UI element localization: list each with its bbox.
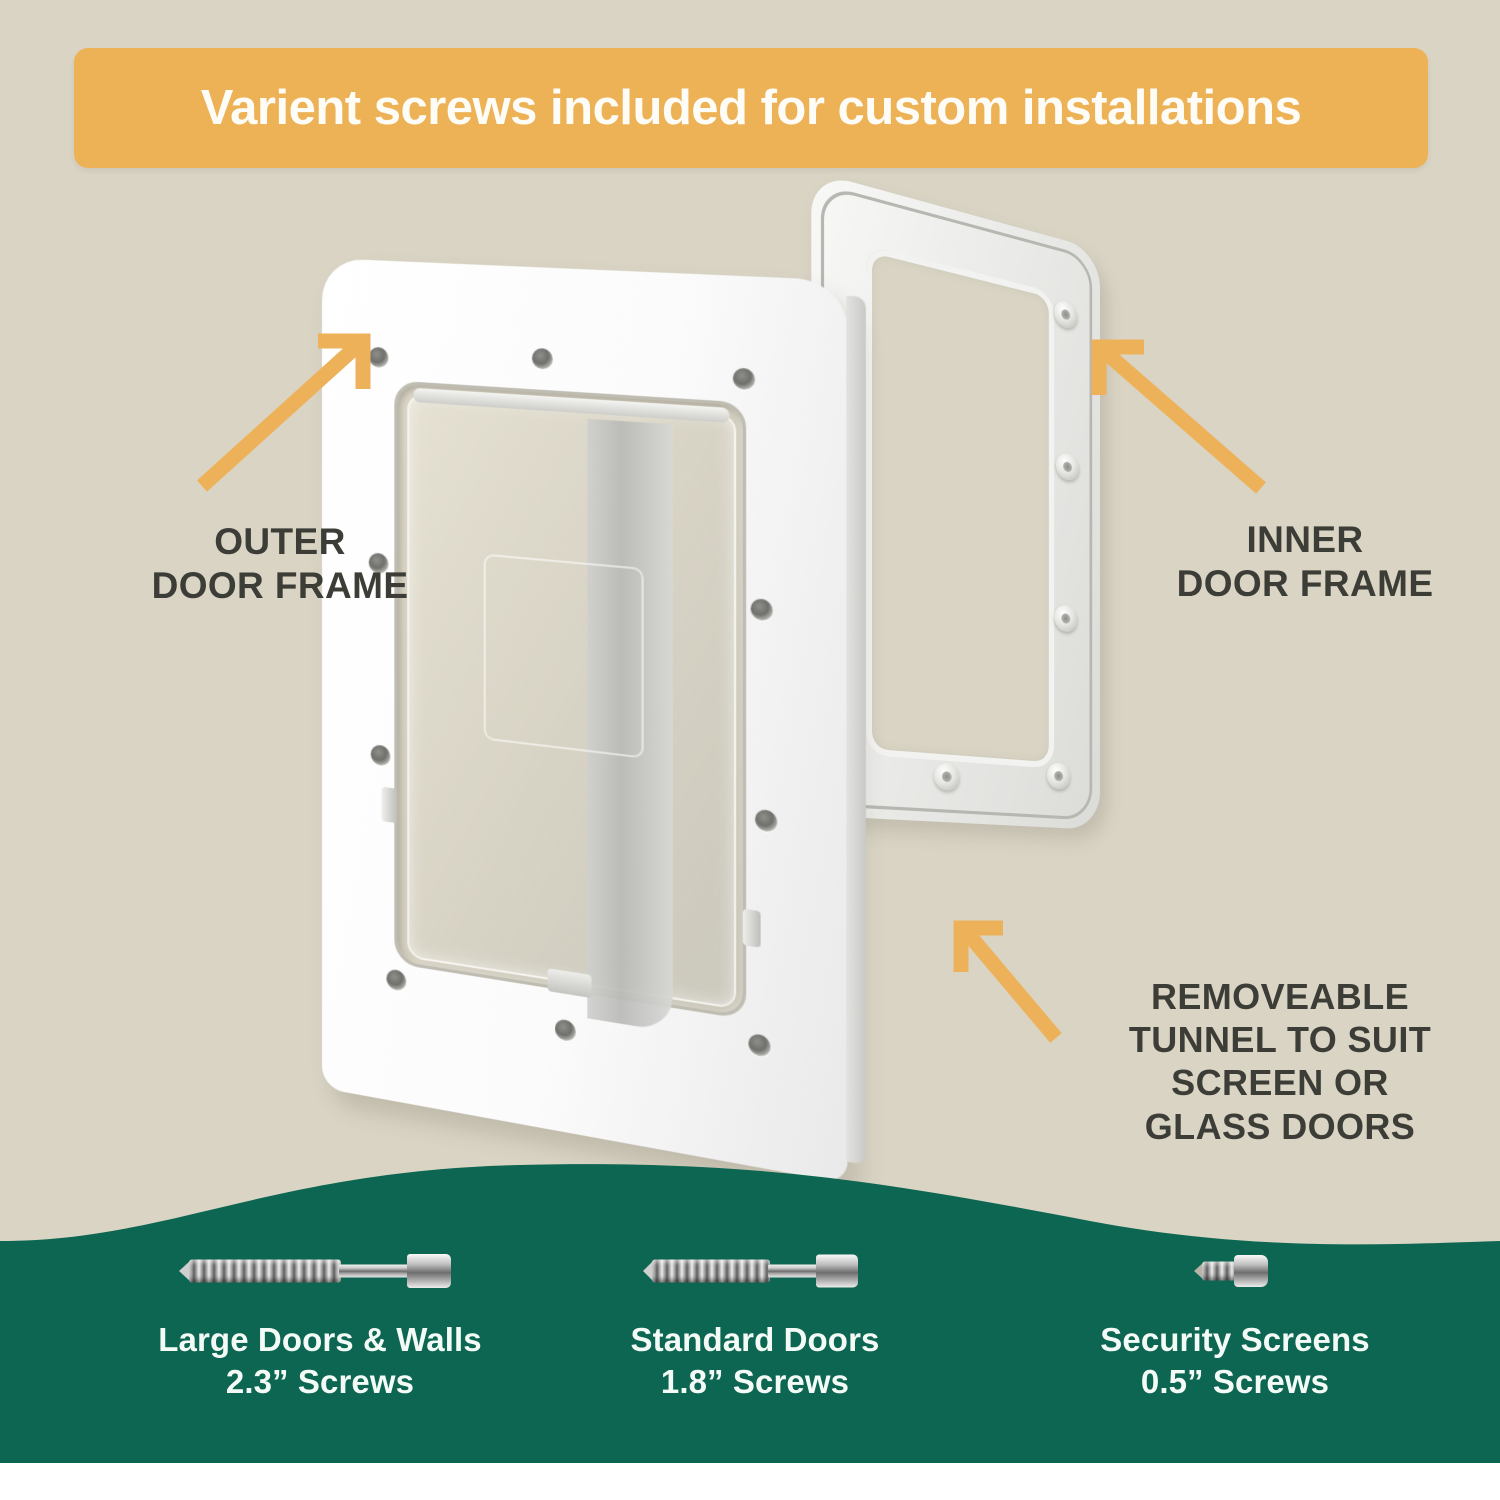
outer-frame-opening [381,380,761,1033]
screws-panel: Large Doors & Walls 2.3” Screws Standard… [0,1163,1500,1463]
callout-outer-door-frame: OUTER DOOR FRAME [110,520,450,609]
screw-icon [179,1251,451,1291]
flap-top-hinge [413,387,730,423]
headline-banner: Varient screws included for custom insta… [74,48,1428,168]
callout-line: INNER [1246,519,1364,560]
inner-frame-opening [865,244,1055,769]
screw-hole [368,346,389,369]
flap-side-hinge [381,786,398,824]
flap-latch [547,968,592,999]
callout-line: DOOR FRAME [151,565,409,607]
screw-use-label: Standard Doors [630,1320,880,1358]
screw-size-label: 2.3” Screws [225,1362,415,1400]
screw-option-security: Security Screens 0.5” Screws [1000,1251,1470,1403]
callout-line: OUTER [214,521,346,562]
screw-boss [934,762,960,792]
screw-boss [1054,298,1078,331]
flap-inner-panel [484,553,644,759]
screw-use-label: Large Doors & Walls [158,1320,482,1358]
bottom-white-strip [0,1463,1500,1500]
callout-line: REMOVEABLE [1150,976,1410,1017]
screw-icon [1194,1251,1268,1291]
callout-inner-door-frame: INNER DOOR FRAME [1140,518,1470,607]
screw-hole [370,744,391,767]
callout-line: SCREEN OR [1171,1062,1389,1104]
flap-side-hinge [742,908,761,948]
screw-size-label: 1.8” Screws [660,1362,850,1400]
screw-hole [531,347,553,370]
screw-hole [554,1018,576,1043]
screw-hole [755,808,778,833]
screw-use-label: Security Screens [1100,1320,1370,1358]
callout-line: GLASS DOORS [1144,1105,1416,1147]
screw-boss [1046,762,1071,791]
headline-text: Varient screws included for custom insta… [200,80,1302,135]
screw-hole [748,1032,771,1058]
callout-line: TUNNEL TO SUIT [1128,1019,1432,1061]
screw-size-label: 0.5” Screws [1140,1362,1330,1400]
outer-door-frame-part [322,258,848,1184]
screw-option-standard: Standard Doors 1.8” Screws [525,1251,985,1403]
pet-door-exploded-view [300,170,1180,1190]
callout-line: DOOR FRAME [1176,563,1434,605]
screw-boss [1055,451,1080,483]
transparent-flap [407,387,737,1033]
screw-hole [750,597,773,622]
screw-hole [732,367,756,391]
screw-icon [643,1251,858,1291]
screw-hole [386,968,407,992]
screw-option-large: Large Doors & Walls 2.3” Screws [70,1251,570,1403]
screw-boss [1054,603,1078,634]
callout-removeable-tunnel: REMOVEABLE TUNNEL TO SUIT SCREEN OR GLAS… [1085,975,1475,1148]
green-wave-shape [0,1164,1500,1463]
